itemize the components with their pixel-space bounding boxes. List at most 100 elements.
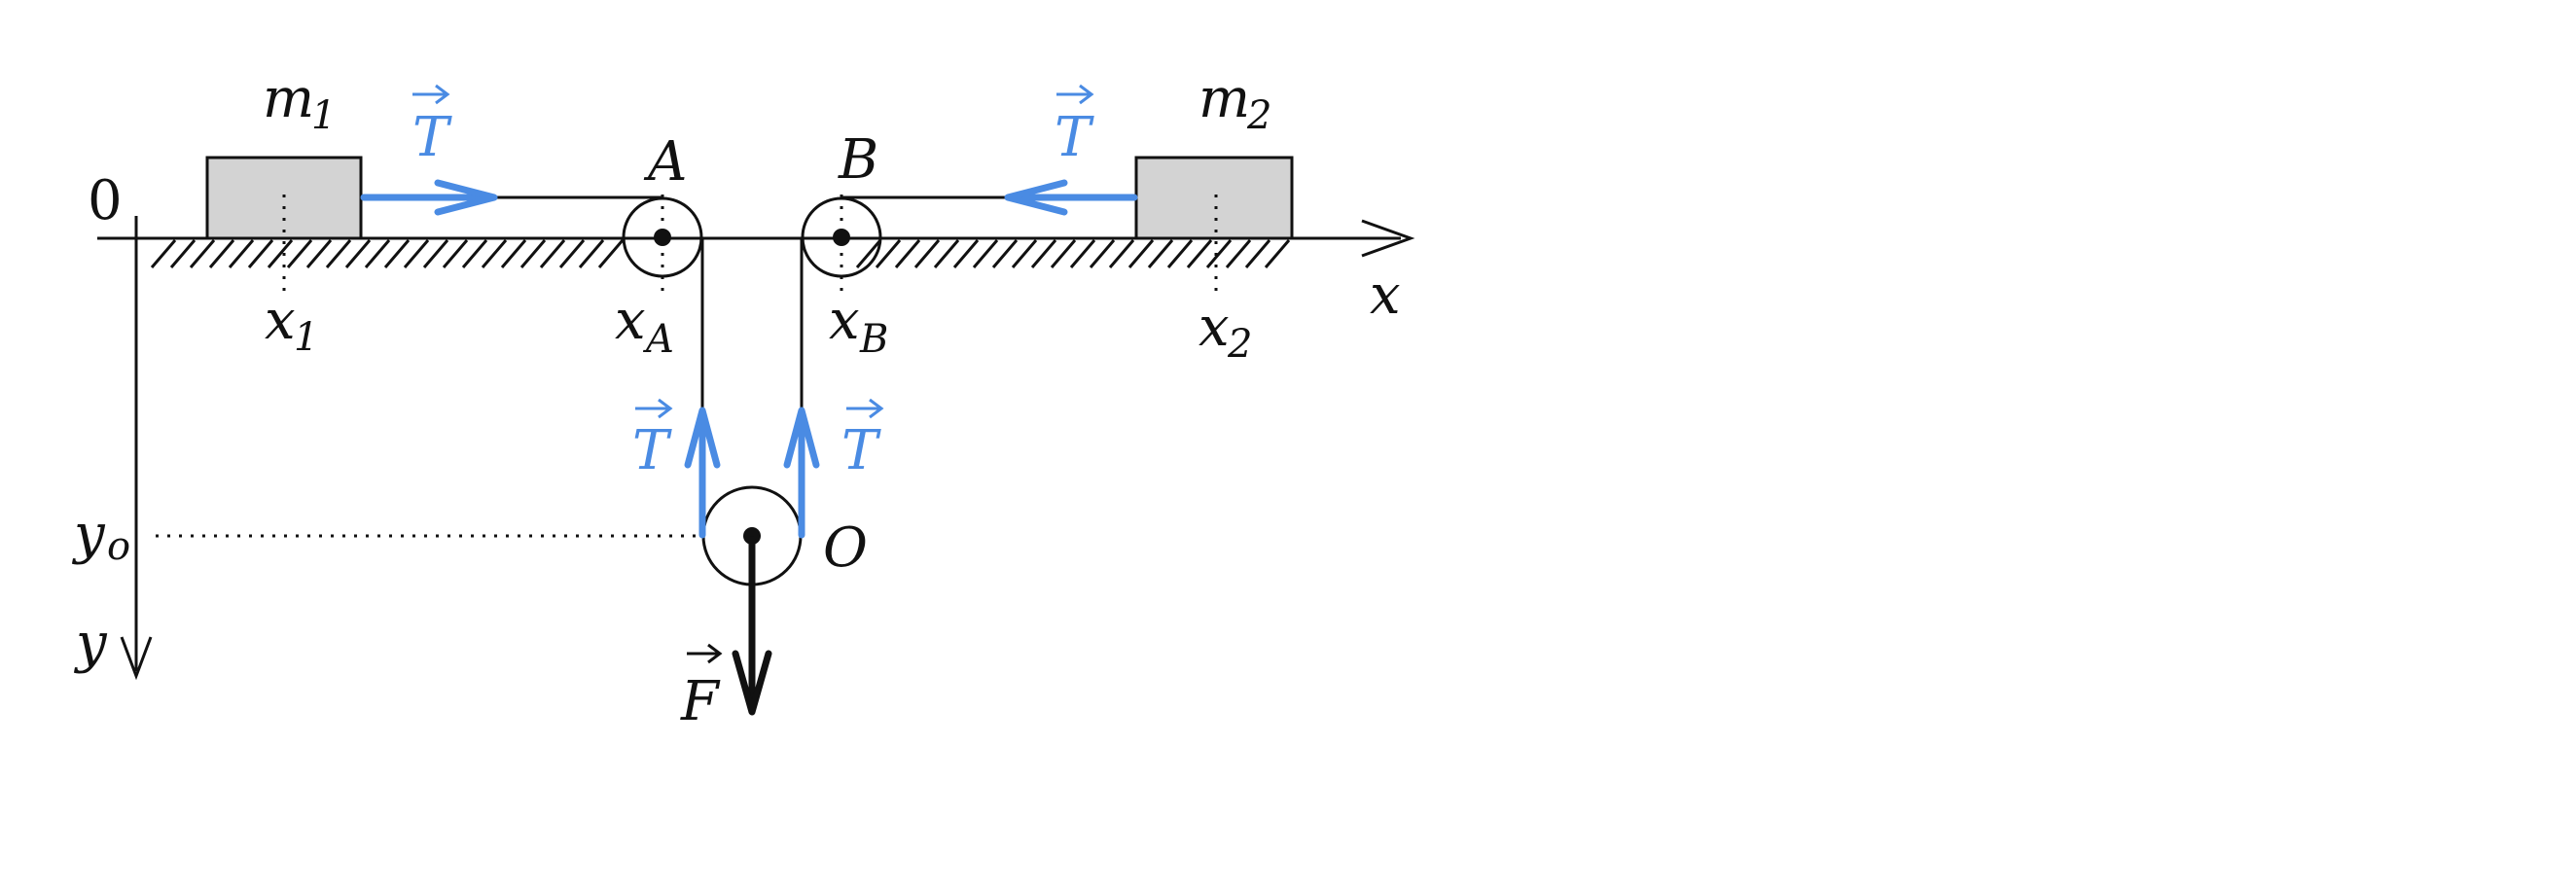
x1-label: x 1: [265, 289, 318, 360]
svg-text:A: A: [642, 317, 674, 362]
svg-text:T: T: [1055, 106, 1094, 169]
mass2-block: [1134, 156, 1294, 240]
x2-label: x 2: [1199, 296, 1252, 367]
pulley-a-label: A: [643, 130, 687, 194]
hatch-mark: [1050, 239, 1077, 268]
svg-text:y: y: [71, 503, 106, 566]
hatch-mark: [894, 239, 921, 268]
vector-arrow-icon: [1056, 84, 1094, 105]
hatch-mark: [1030, 239, 1057, 268]
hatch-mark: [1108, 239, 1135, 268]
hatch-mark: [305, 239, 333, 268]
svg-text:1: 1: [294, 315, 318, 360]
hatch-mark: [1127, 239, 1155, 268]
tension-arrows: [360, 179, 1138, 539]
mass2-label: m 2: [1199, 67, 1271, 138]
hatch-mark: [403, 239, 430, 268]
hatch-mark: [952, 239, 980, 268]
hatch-mark: [325, 239, 352, 268]
svg-text:T: T: [632, 419, 672, 482]
hatch-mark: [1244, 239, 1271, 268]
svg-text:x: x: [1199, 296, 1230, 359]
svg-text:2: 2: [1246, 93, 1271, 138]
hatch-mark: [364, 239, 391, 268]
hatch-mark: [150, 239, 177, 268]
svg-text:o: o: [107, 524, 130, 569]
vector-arrow-icon: [846, 398, 884, 419]
hatch-mark: [558, 239, 586, 268]
hatch-mark: [267, 239, 294, 268]
tension-label-left: T: [632, 398, 673, 482]
mass1-block: [205, 156, 363, 240]
vector-arrow-icon: [635, 398, 673, 419]
hatch-mark: [189, 239, 216, 268]
tension-label-mass2: T: [1055, 84, 1094, 169]
svg-text:T: T: [412, 106, 452, 169]
hatch-mark: [228, 239, 255, 268]
y-axis: [120, 216, 153, 681]
origin-label: 0: [88, 169, 123, 232]
hatch-mark: [247, 239, 274, 268]
x-axis-arrowhead: [1361, 219, 1415, 258]
mass1-label: m 1: [263, 67, 336, 138]
svg-text:B: B: [859, 317, 888, 362]
svg-text:F: F: [680, 670, 721, 733]
hatch-mark: [1011, 239, 1038, 268]
hatch-mark: [875, 239, 902, 268]
hatch-mark: [1205, 239, 1233, 268]
hatch-mark: [539, 239, 566, 268]
hatch-mark: [1264, 239, 1291, 268]
svg-text:1: 1: [311, 93, 336, 138]
tension-label-right: T: [841, 398, 884, 482]
hatch-mark: [422, 239, 449, 268]
pulley-o-label: O: [823, 516, 868, 580]
hatch-mark: [519, 239, 547, 268]
rope: [361, 195, 1136, 535]
hatch-mark: [913, 239, 941, 268]
hatch-mark: [169, 239, 197, 268]
ground-hatching: [150, 239, 1291, 268]
tension-label-mass1: T: [412, 84, 452, 169]
xb-label: x B: [829, 289, 888, 362]
hatch-mark: [1166, 239, 1194, 268]
force-arrow: [732, 536, 772, 716]
vector-arrow-icon: [687, 643, 723, 664]
hatch-mark: [1147, 239, 1174, 268]
vector-arrow-icon: [412, 84, 450, 105]
hatch-mark: [972, 239, 999, 268]
y-axis-label: y: [73, 612, 108, 675]
hatch-mark: [286, 239, 313, 268]
hatch-mark: [344, 239, 372, 268]
hatch-mark: [1225, 239, 1252, 268]
svg-text:m: m: [263, 67, 314, 130]
svg-text:x: x: [265, 289, 296, 352]
hatch-mark: [383, 239, 411, 268]
svg-text:x: x: [829, 289, 860, 352]
svg-text:2: 2: [1227, 322, 1252, 367]
yo-label: y o: [71, 503, 130, 569]
hatch-mark: [500, 239, 527, 268]
hatch-mark: [208, 239, 235, 268]
x-axis-label: x: [1370, 264, 1401, 327]
dotted-guides: [156, 195, 1218, 538]
hatch-mark: [597, 239, 625, 268]
y-axis-arrowhead: [120, 636, 153, 681]
hatch-mark: [855, 239, 882, 268]
svg-text:T: T: [841, 419, 881, 482]
hatch-mark: [1186, 239, 1213, 268]
hatch-mark: [442, 239, 469, 268]
xa-label: x A: [615, 289, 674, 362]
hatch-mark: [933, 239, 960, 268]
svg-text:m: m: [1199, 67, 1250, 130]
hatch-mark: [461, 239, 488, 268]
hatch-mark: [1069, 239, 1096, 268]
hatch-mark: [481, 239, 508, 268]
force-label: F: [680, 643, 723, 733]
pulley-b-label: B: [838, 128, 878, 192]
svg-text:x: x: [615, 289, 646, 352]
hatch-mark: [578, 239, 605, 268]
hatch-mark: [1089, 239, 1116, 268]
hatch-mark: [991, 239, 1019, 268]
